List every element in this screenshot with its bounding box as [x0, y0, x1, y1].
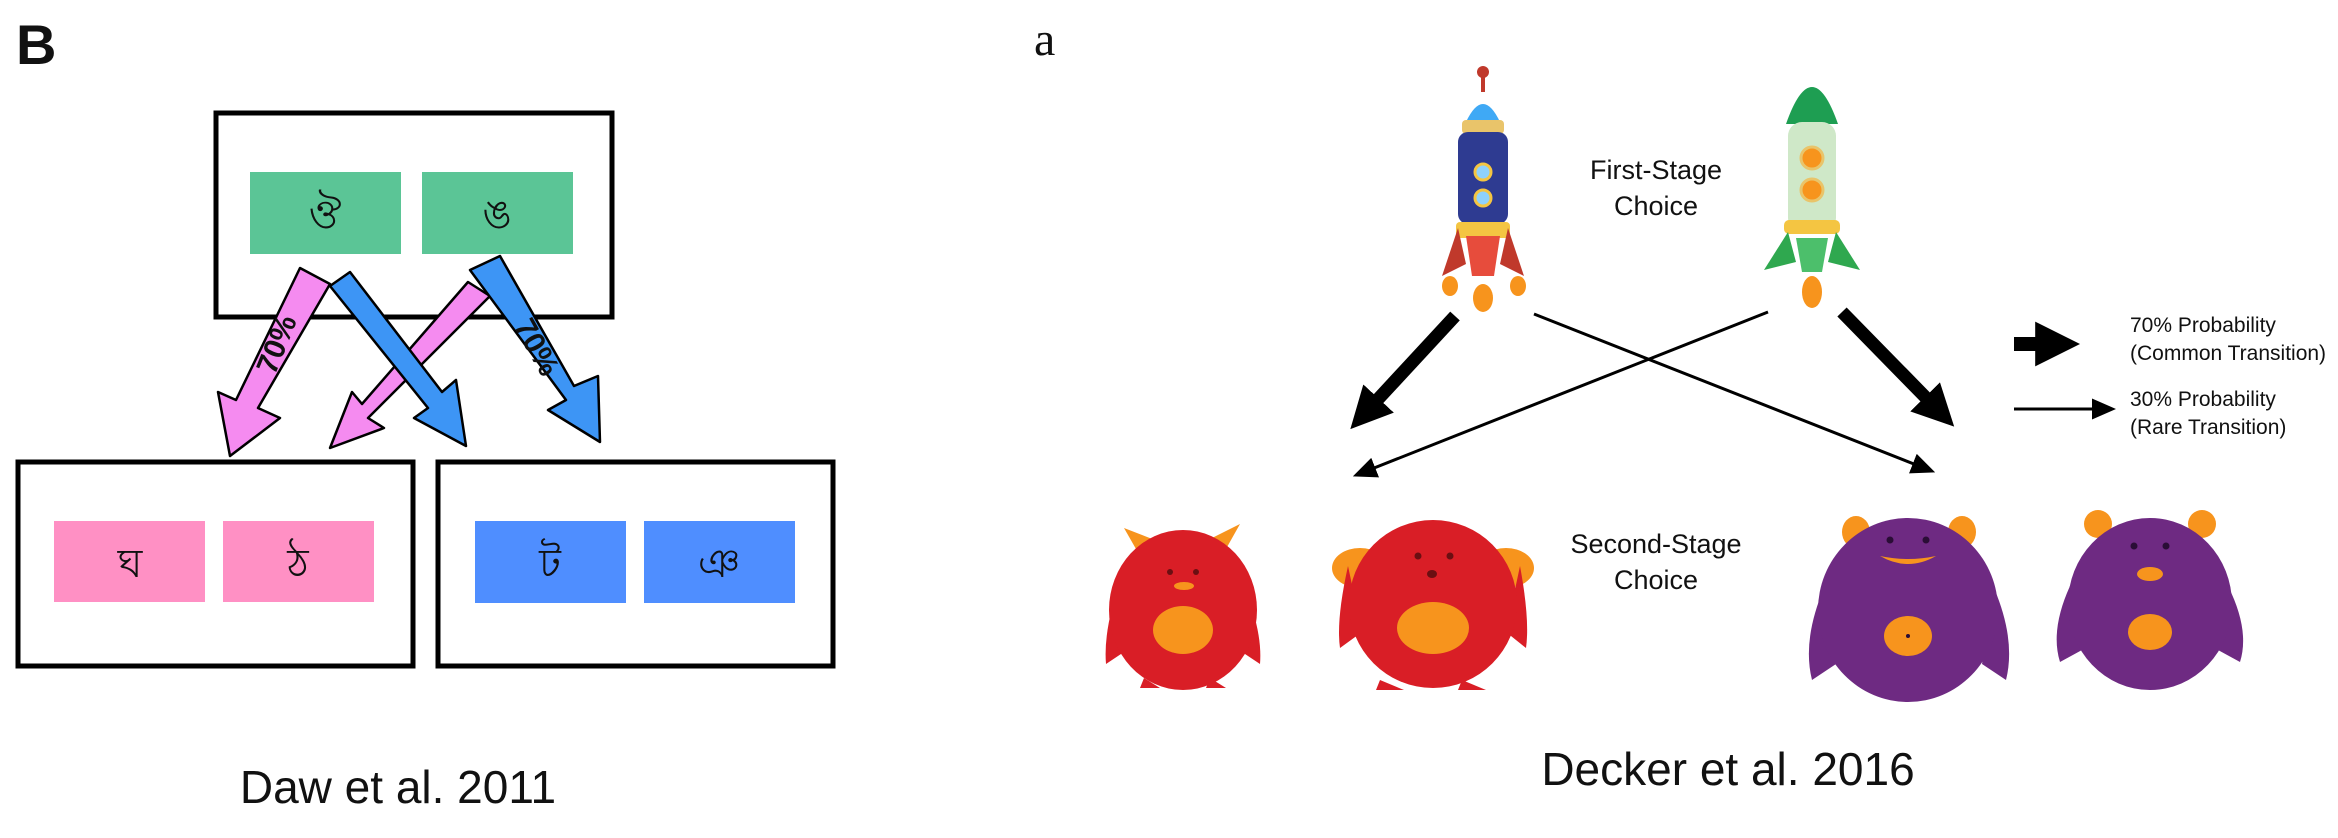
blue-rocket-icon[interactable]	[1442, 66, 1526, 312]
arrow-rare-left-to-purple	[1533, 312, 1936, 474]
first-stage-label-line2: Choice	[1613, 191, 1699, 221]
panel-a-letter: a	[1034, 13, 1056, 66]
red-monster-icon[interactable]	[1105, 524, 1261, 690]
first-stage-symbol-right: ঙ	[482, 192, 511, 238]
arrow-rare-right-to-red	[1352, 310, 1769, 478]
legend-common-line2: (Common Transition)	[2130, 342, 2327, 365]
red-monster-icon[interactable]	[1332, 520, 1534, 690]
arrow-common-left	[1350, 311, 1460, 430]
legend-rare-line1: 30% Probability	[2130, 388, 2276, 411]
first-stage-symbol-left: ঔ	[309, 190, 342, 238]
blue-option-left	[475, 521, 626, 603]
first-stage-label: First-Stage Choice	[1556, 152, 1756, 224]
first-stage-label-line1: First-Stage	[1589, 155, 1723, 185]
legend-common-line1: 70% Probability	[2130, 314, 2276, 337]
purple-monster-icon[interactable]	[2056, 510, 2244, 690]
blue-symbol-right: ঞ	[698, 541, 740, 587]
pink-symbol-right: ঠ	[286, 538, 309, 587]
legend-rare-line2: (Rare Transition)	[2130, 416, 2287, 439]
blue-arrow-common	[468, 254, 602, 444]
legend-rare: 30% Probability (Rare Transition)	[2130, 386, 2335, 442]
pink-option-right	[223, 521, 374, 602]
panel-b: ঔ ঙ ঘ ঠ ট ঞ 70% 70%	[15, 110, 836, 669]
panel-a	[1105, 66, 2244, 702]
first-stage-option-right	[422, 172, 573, 254]
first-stage-option-left	[250, 172, 401, 254]
second-stage-label-line1: Second-Stage	[1570, 529, 1742, 559]
blue-option-right	[644, 521, 795, 603]
blue-symbol-left: ট	[538, 538, 562, 587]
blue-arrow-rare	[328, 270, 468, 448]
pink-option-left	[54, 521, 205, 602]
second-stage-label-line2: Choice	[1613, 565, 1699, 595]
purple-monster-icon[interactable]	[1808, 516, 2010, 702]
caption-daw: Daw et al. 2011	[239, 761, 557, 813]
pink-arrow-common	[216, 266, 332, 458]
caption-decker: Decker et al. 2016	[1541, 743, 1915, 795]
arrow-common-right	[1837, 307, 1955, 427]
pink-symbol-left: ঘ	[117, 541, 144, 587]
legend-common: 70% Probability (Common Transition)	[2130, 312, 2335, 368]
panel-b-letter: B	[16, 13, 57, 76]
second-stage-label: Second-Stage Choice	[1556, 526, 1756, 598]
green-rocket-icon[interactable]	[1764, 87, 1860, 308]
